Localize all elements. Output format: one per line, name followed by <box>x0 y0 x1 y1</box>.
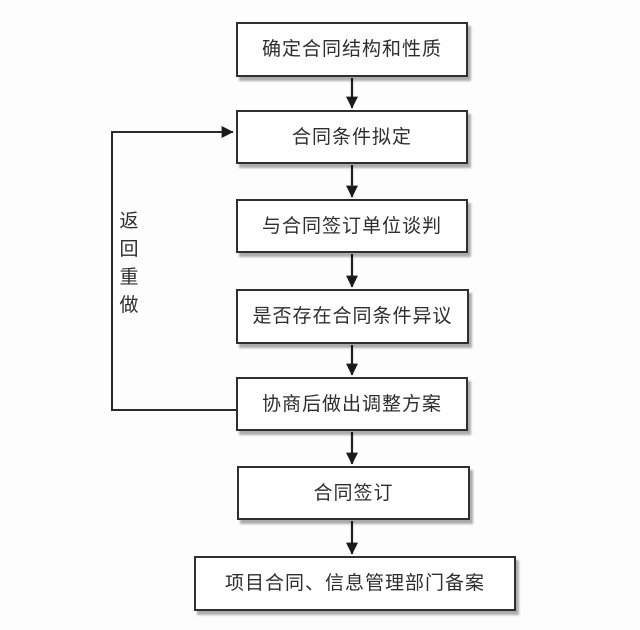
flow-node-label: 项目合同、信息管理部门备案 <box>224 572 485 595</box>
flow-node-adjustment-plan: 协商后做出调整方案 <box>236 377 468 431</box>
flow-node-objection-check: 是否存在合同条件异议 <box>236 289 469 344</box>
flow-node-contract-signing: 合同签订 <box>237 466 470 520</box>
flow-node-label: 协商后做出调整方案 <box>261 392 442 415</box>
flow-node-determine-structure: 确定合同结构和性质 <box>236 22 468 77</box>
flow-node-label: 是否存在合同条件异议 <box>252 305 453 328</box>
loop-label-redo: 返回重做 <box>119 210 139 316</box>
flow-node-draft-conditions: 合同条件拟定 <box>236 110 468 164</box>
flow-node-label: 合同签订 <box>313 481 394 504</box>
flow-node-label: 合同条件拟定 <box>291 125 412 148</box>
loop-arrow-n5-to-n2 <box>111 126 236 411</box>
flow-node-label: 与合同签订单位谈判 <box>261 214 442 237</box>
flow-node-filing: 项目合同、信息管理部门备案 <box>194 556 516 611</box>
flow-node-label: 确定合同结构和性质 <box>261 38 442 61</box>
flow-node-negotiate: 与合同签订单位谈判 <box>236 199 468 253</box>
